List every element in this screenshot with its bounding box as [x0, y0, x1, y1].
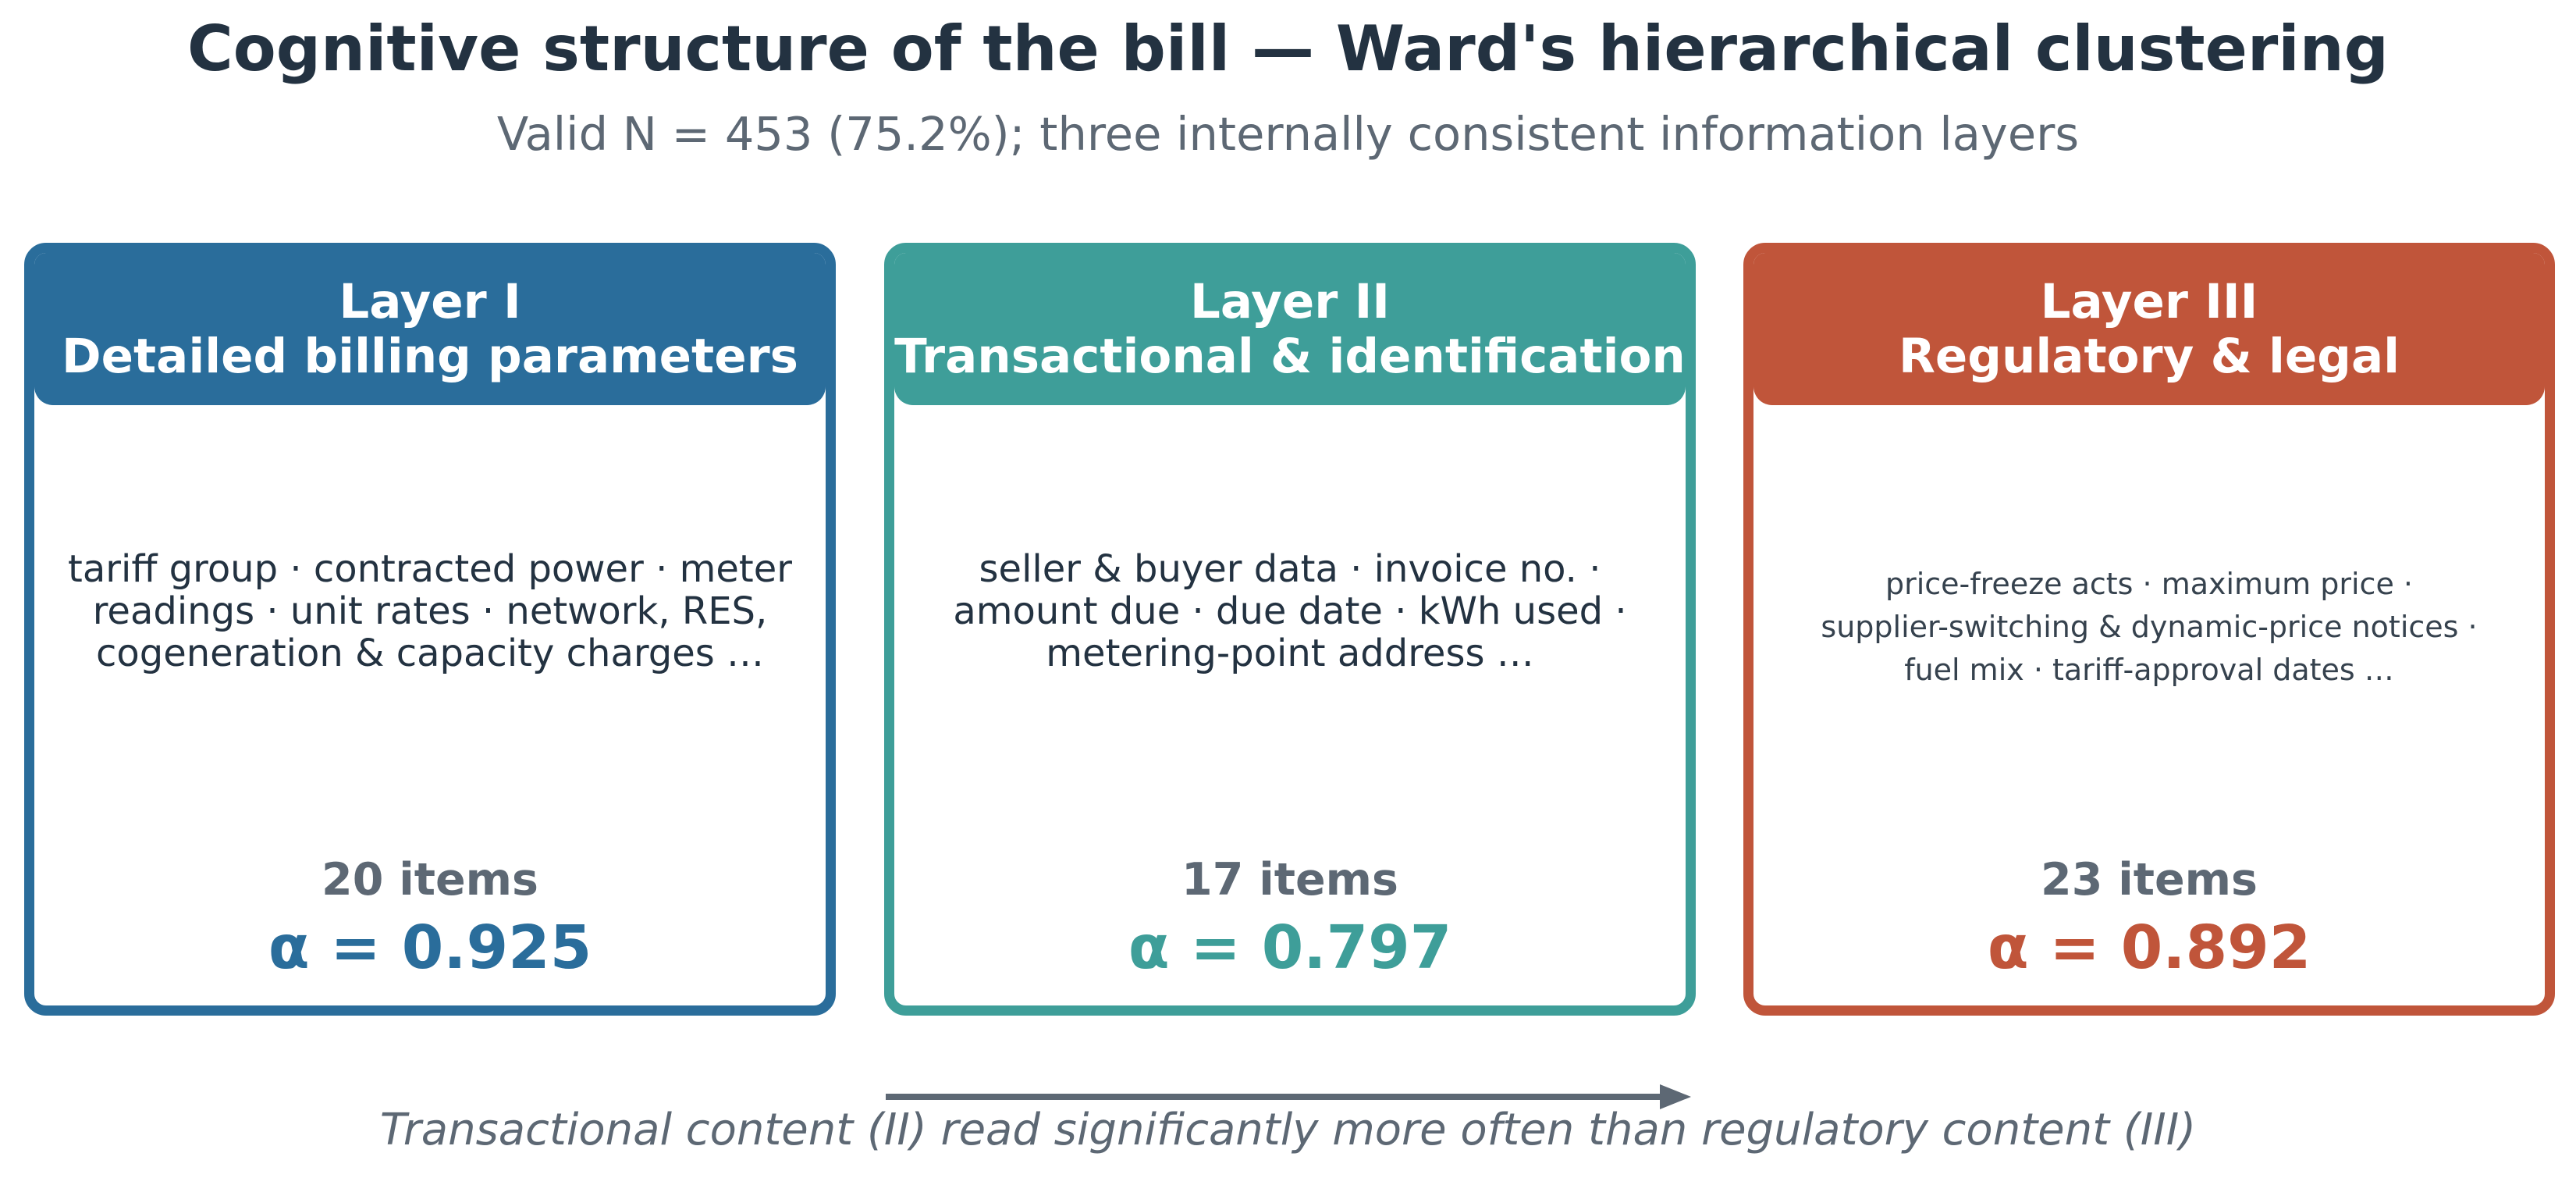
- footnote: Transactional content (II) read signific…: [379, 1105, 2197, 1155]
- layer-alpha: α = 0.892: [1987, 913, 2311, 983]
- page-title: Cognitive structure of the bill — Ward's…: [187, 12, 2389, 85]
- layer-description: price-freeze acts · maximum price · supp…: [1753, 563, 2545, 692]
- layer-description-line: metering-point address …: [1046, 632, 1534, 675]
- layer-name: Layer II: [1189, 273, 1390, 329]
- layer-name: Layer I: [339, 273, 521, 329]
- layer-panel-header: Layer I Detailed billing parameters: [34, 253, 826, 405]
- layer-item-count: 20 items: [322, 854, 538, 906]
- page-subtitle: Valid N = 453 (75.2%); three internally …: [496, 107, 2080, 161]
- layer-heading: Detailed billing parameters: [62, 328, 798, 384]
- layer-item-count: 23 items: [2041, 854, 2258, 906]
- layer-description-line: cogeneration & capacity charges …: [95, 632, 765, 675]
- layer-heading: Transactional & identification: [894, 328, 1686, 384]
- layer-description-line: readings · unit rates · network, RES,: [92, 589, 768, 633]
- layer-description-line: tariff group · contracted power · meter: [68, 547, 792, 591]
- layer-description-line: amount due · due date · kWh used ·: [953, 589, 1627, 633]
- layer-description-line: fuel mix · tariff-approval dates …: [1904, 653, 2394, 687]
- arrow-right-icon: [886, 1084, 1691, 1109]
- layer-description: tariff group · contracted power · meter …: [34, 548, 826, 674]
- layer-panel-header: Layer III Regulatory & legal: [1753, 253, 2545, 405]
- layer-panel-3: Layer III Regulatory & legal price-freez…: [1743, 243, 2555, 1016]
- layer-heading: Regulatory & legal: [1898, 328, 2400, 384]
- layer-description-line: seller & buyer data · invoice no. ·: [979, 547, 1601, 591]
- layer-panel-2: Layer II Transactional & identification …: [884, 243, 1696, 1016]
- layer-panel-1: Layer I Detailed billing parameters tari…: [24, 243, 836, 1016]
- layer-panel-header: Layer II Transactional & identification: [894, 253, 1686, 405]
- layer-name: Layer III: [2040, 273, 2258, 329]
- layer-description-line: supplier-switching & dynamic-price notic…: [1821, 610, 2478, 644]
- layer-alpha: α = 0.797: [1128, 913, 1452, 983]
- layer-description: seller & buyer data · invoice no. · amou…: [894, 548, 1686, 674]
- layer-alpha: α = 0.925: [268, 913, 592, 983]
- layer-item-count: 17 items: [1181, 854, 1398, 906]
- layer-description-line: price-freeze acts · maximum price ·: [1885, 567, 2413, 601]
